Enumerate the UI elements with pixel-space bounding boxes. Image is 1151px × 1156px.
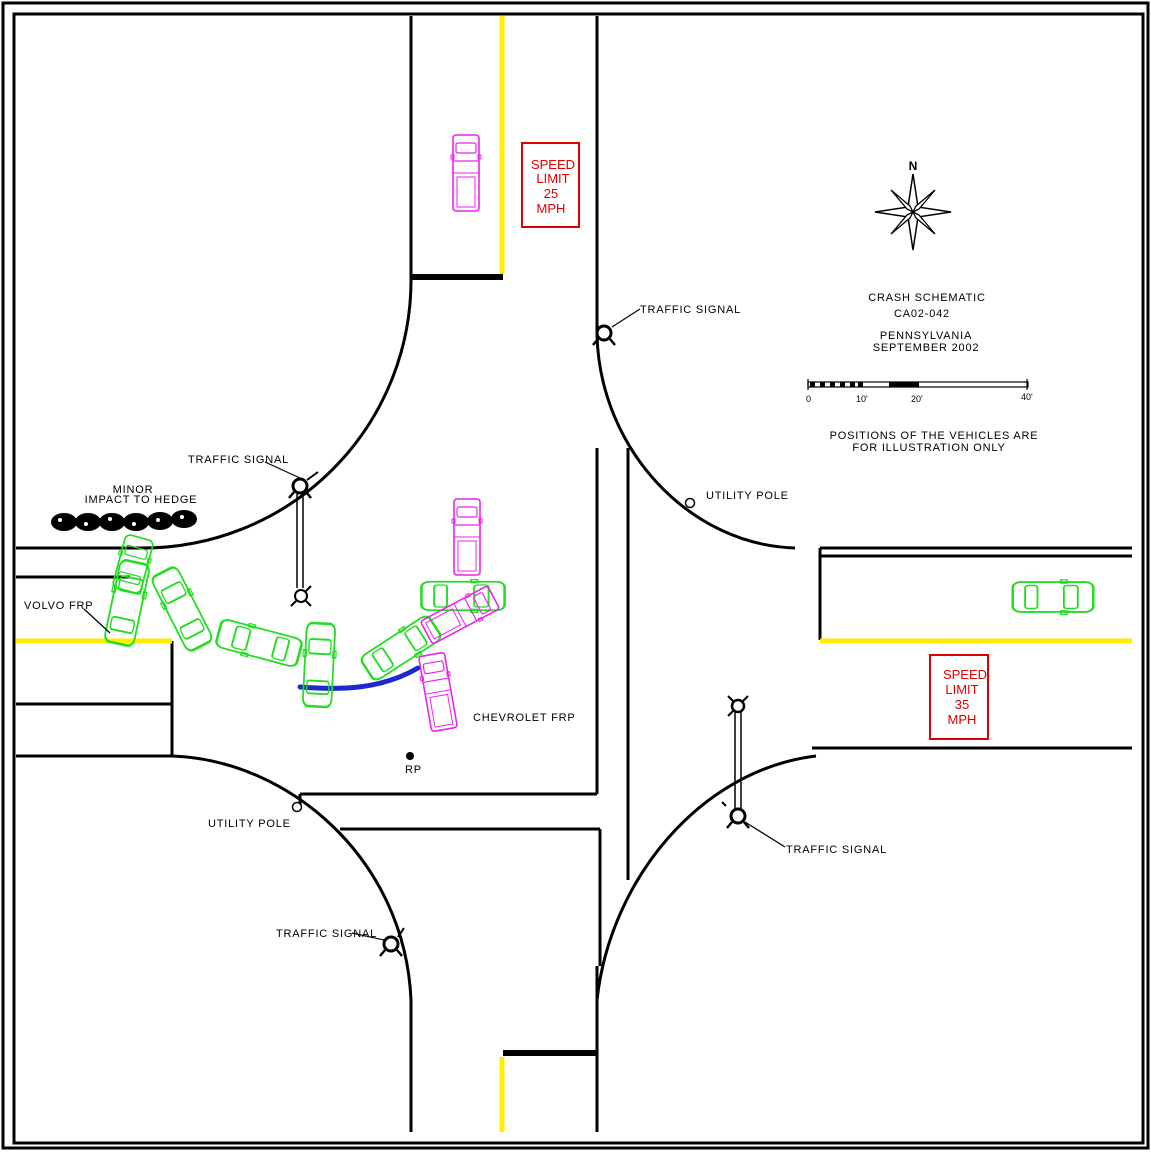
chevrolet-approach <box>451 498 483 576</box>
date-label: SEPTEMBER 2002 <box>873 342 980 354</box>
svg-text:SPEED: SPEED <box>943 667 987 682</box>
volvo-pre-crash <box>1011 578 1095 616</box>
north-arrow-icon: N <box>874 159 952 251</box>
traffic-signal-icon <box>287 477 313 500</box>
rp-label: RP <box>405 764 422 776</box>
svg-text:35: 35 <box>955 697 969 712</box>
scale-bar: 0 10' 20' 40' <box>806 379 1033 404</box>
hedge-label-line-1: MINOR <box>113 484 154 496</box>
signal-base-icon <box>727 695 749 717</box>
road-edges <box>16 16 1132 1132</box>
traffic-signal-ne-label: TRAFFIC SIGNAL <box>640 304 741 316</box>
utility-pole-ne-label: UTILITY POLE <box>706 490 789 502</box>
hedge <box>51 510 197 531</box>
traffic-signal-nw-label: TRAFFIC SIGNAL <box>188 454 289 466</box>
title-block: CRASH SCHEMATIC CA02-042 PENNSYLVANIA SE… <box>830 292 1039 454</box>
speed-sign-north: SPEED LIMIT 25 MPH <box>521 142 580 228</box>
svg-text:LIMIT: LIMIT <box>536 171 569 186</box>
diagram-title: CRASH SCHEMATIC <box>868 292 986 304</box>
state-label: PENNSYLVANIA <box>880 330 972 342</box>
chevrolet-vehicle-positions <box>415 134 502 733</box>
volvo-frp-label: VOLVO FRP <box>24 600 93 612</box>
north-label: N <box>909 159 918 173</box>
svg-text:40': 40' <box>1021 392 1033 402</box>
tire-mark <box>297 665 421 691</box>
chevrolet-frp-label: CHEVROLET FRP <box>473 712 576 724</box>
center-lines <box>16 16 1132 1132</box>
svg-text:20': 20' <box>911 394 923 404</box>
svg-text:LIMIT: LIMIT <box>945 682 978 697</box>
inner-border <box>12 12 1145 1145</box>
utility-pole-icon <box>291 801 303 813</box>
svg-text:MPH: MPH <box>948 712 977 727</box>
traffic-signal-icon <box>725 807 751 830</box>
svg-text:0: 0 <box>806 394 811 404</box>
utility-pole-sw-label: UTILITY POLE <box>208 818 291 830</box>
traffic-signal-sw-label: TRAFFIC SIGNAL <box>276 928 377 940</box>
disclaimer-line-2: FOR ILLUSTRATION ONLY <box>852 442 1005 454</box>
reference-point-icon <box>406 752 414 760</box>
hedge-label-line-2: IMPACT TO HEDGE <box>85 494 198 506</box>
svg-text:25: 25 <box>544 186 558 201</box>
volvo-post-impact-3 <box>213 615 305 671</box>
speed-sign-east: SPEED LIMIT 35 MPH <box>929 654 989 740</box>
disclaimer-line-1: POSITIONS OF THE VEHICLES ARE <box>830 430 1039 442</box>
utility-pole-icon <box>684 497 696 509</box>
svg-text:MPH: MPH <box>537 201 566 216</box>
svg-text:10': 10' <box>856 394 868 404</box>
chevrolet-pre-crash <box>450 134 482 212</box>
svg-text:SPEED: SPEED <box>531 157 575 172</box>
traffic-signal-nw-mast <box>296 494 304 588</box>
traffic-signal-se-label: TRAFFIC SIGNAL <box>786 844 887 856</box>
signal-base-icon <box>290 585 312 607</box>
case-id: CA02-042 <box>894 308 950 320</box>
traffic-signal-se-mast <box>734 710 742 810</box>
volvo-post-impact-2 <box>299 621 339 709</box>
chevrolet-frp <box>415 651 461 733</box>
